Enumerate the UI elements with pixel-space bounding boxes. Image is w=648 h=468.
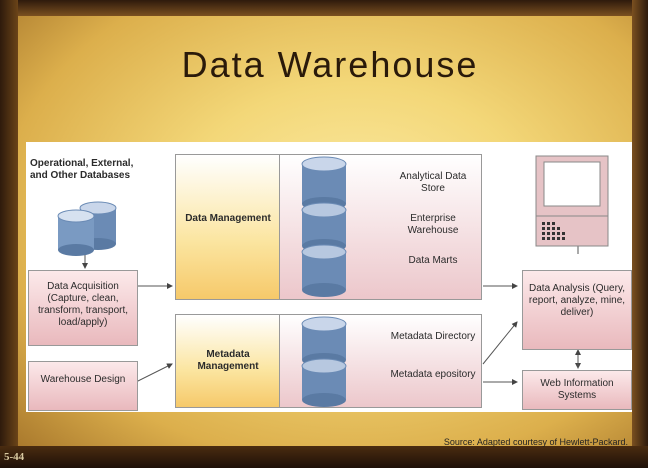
slide-frame-right	[632, 0, 648, 468]
metadata-repository-label: Metadata epository	[390, 369, 476, 380]
warehouse-design-label: Warehouse Design	[40, 374, 126, 385]
enterprise-warehouse-label: Enterprise Warehouse	[407, 213, 459, 236]
slide-frame-top	[0, 0, 648, 16]
data-store-cylinders-icon	[301, 156, 347, 297]
metadata-management-box: Metadata Management	[175, 314, 281, 408]
metadata-management-label: Metadata Management	[197, 349, 259, 372]
data-management-box: Data Management	[175, 154, 281, 300]
web-systems-label: Web Information Systems	[540, 378, 614, 401]
data-analysis-label: Data Analysis (Query, report, analyze, m…	[528, 283, 626, 318]
warehouse-design-box: Warehouse Design	[28, 361, 138, 411]
slide-title: Data Warehouse	[181, 44, 479, 85]
web-systems-box: Web Information Systems	[522, 370, 632, 410]
data-management-label: Data Management	[185, 213, 271, 224]
slide-frame-bottom	[0, 446, 648, 468]
metadata-directory-label: Metadata Directory	[390, 331, 476, 342]
data-analysis-box: Data Analysis (Query, report, analyze, m…	[522, 270, 632, 350]
analytical-store-label: Analytical Data Store	[399, 171, 467, 194]
data-marts-label: Data Marts	[408, 255, 458, 266]
source-databases-icon	[57, 201, 117, 256]
sources-label: Operational, External, and Other Databas…	[30, 158, 134, 181]
slide-frame-left	[0, 0, 18, 468]
data-acquisition-box: Data Acquisition (Capture, clean, transf…	[28, 270, 138, 346]
source-credit: Source: Adapted courtesy of Hewlett-Pack…	[443, 437, 628, 447]
computer-icon	[535, 155, 609, 247]
metadata-cylinders-icon	[301, 316, 347, 407]
data-warehouse-diagram: Operational, External, and Other Databas…	[26, 142, 632, 412]
data-acquisition-label: Data Acquisition (Capture, clean, transf…	[37, 281, 129, 328]
slide-number: 5-44	[4, 451, 25, 463]
